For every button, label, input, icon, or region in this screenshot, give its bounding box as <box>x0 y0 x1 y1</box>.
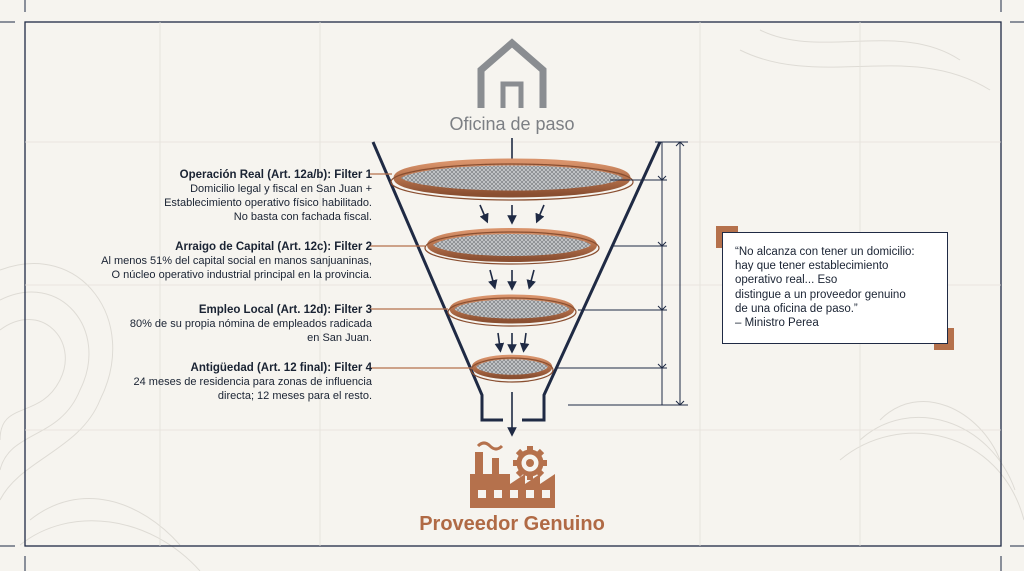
quote-line: distingue a un proveedor genuino <box>735 288 906 301</box>
quote-corner-top-side <box>716 226 722 248</box>
quote-line: hay que tener establecimiento <box>735 260 889 273</box>
factory-gear-icon <box>470 441 555 508</box>
filter-title: Arraigo de Capital (Art. 12c): Filter 2 <box>175 241 372 253</box>
filter-title: Operación Real (Art. 12a/b): Filter 1 <box>179 169 372 181</box>
filter-disc-2 <box>424 228 600 265</box>
filter-title: Antigüedad (Art. 12 final): Filter 4 <box>190 362 372 374</box>
quote-box: “No alcanza con tener un domicilio: hay … <box>722 232 948 344</box>
quote-line: “No alcanza con tener un domicilio: <box>735 246 915 258</box>
filter-label-1: Operación Real (Art. 12a/b): Filter 1 Do… <box>52 168 372 224</box>
funnel-outline <box>371 141 662 422</box>
top-label: Oficina de paso <box>449 114 575 134</box>
filter-line: O núcleo operativo industrial principal … <box>111 269 372 281</box>
filter-line: 24 meses de residencia para zonas de inf… <box>133 376 372 388</box>
label-connectors <box>370 173 472 369</box>
quote-corner-top <box>716 226 738 232</box>
filter-disc-3 <box>447 294 577 327</box>
filter-line: 80% de su propia nómina de empleados rad… <box>129 318 372 330</box>
quote-attribution: – Ministro Perea <box>735 317 819 330</box>
quote-corner-bottom-side <box>948 328 954 350</box>
quote-corner-bottom <box>934 344 954 350</box>
filter-label-2: Arraigo de Capital (Art. 12c): Filter 2 … <box>52 240 372 282</box>
filter-label-3: Empleo Local (Art. 12d): Filter 3 80% de… <box>52 303 372 345</box>
quote-line: de una oficina de paso.” <box>735 302 858 315</box>
filter-line: directa; 12 meses para el resto. <box>217 390 372 402</box>
filter-title: Empleo Local (Art. 12d): Filter 3 <box>198 304 372 316</box>
filter-line: en San Juan. <box>307 332 372 344</box>
filter-line: Al menos 51% del capital social en manos… <box>101 255 372 267</box>
dimension-lines <box>557 141 688 406</box>
filter-label-4: Antigüedad (Art. 12 final): Filter 4 24 … <box>52 361 372 403</box>
quote-line: operativo real... Eso <box>735 274 838 287</box>
filter-line: Domicilio legal y fiscal en San Juan + <box>190 183 372 195</box>
filter-line: Establecimiento operativo físico habilit… <box>164 197 372 209</box>
filter-disc-1 <box>390 158 634 201</box>
bottom-label: Proveedor Genuino <box>419 513 605 535</box>
house-outline-icon <box>477 38 547 108</box>
flow-arrows <box>479 138 545 437</box>
filter-disc-4 <box>470 354 554 383</box>
filter-line: No basta con fachada fiscal. <box>233 211 372 223</box>
